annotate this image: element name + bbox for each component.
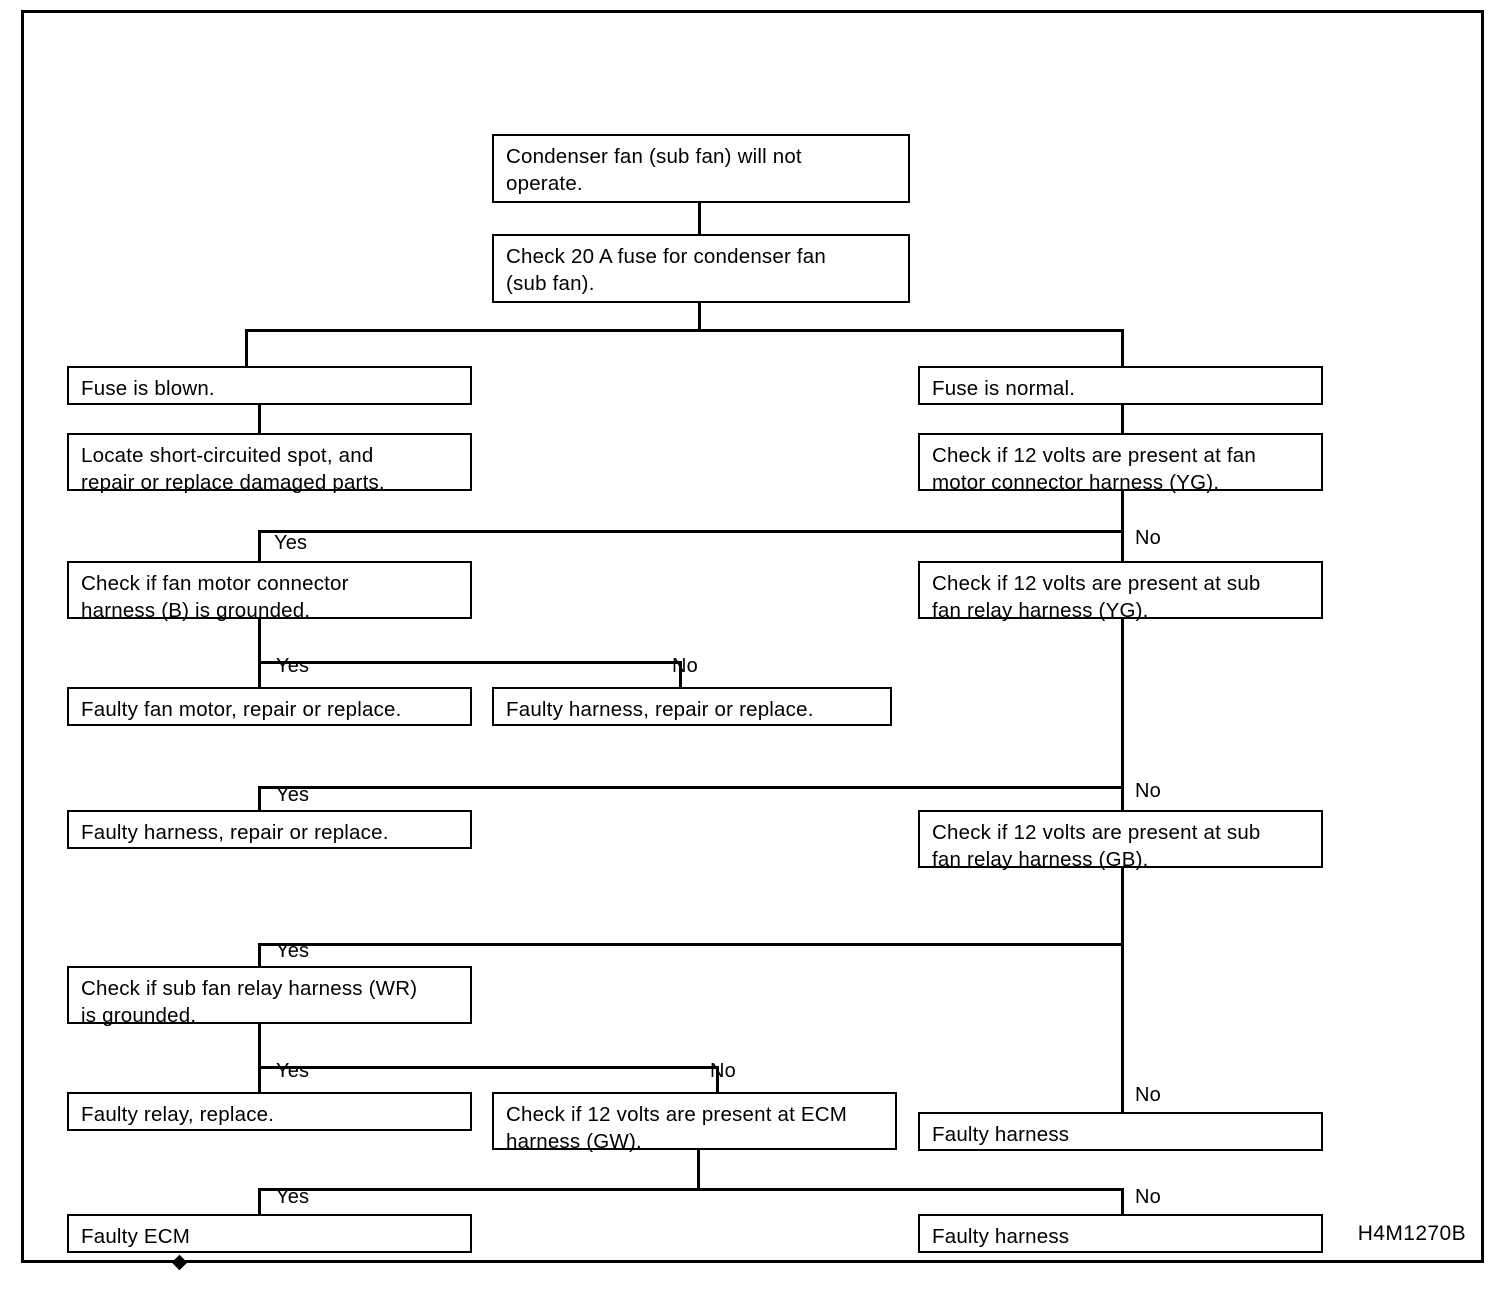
- connector-fuse-blown-to-locate-short: [258, 405, 261, 433]
- branch-label-no-ecm: No: [1135, 1186, 1161, 1208]
- connector-to-fuse-blown: [245, 329, 248, 368]
- connector-fuse-split-bar: [245, 329, 1124, 332]
- branch-label-yes-ecm: Yes: [276, 1186, 310, 1208]
- connector-sub-relay-wr-yes-drop: [258, 1066, 261, 1093]
- node-check-ecm-12v: Check if 12 volts are present at ECM har…: [492, 1092, 897, 1153]
- node-faulty-harness-4: Faulty harness: [918, 1214, 1323, 1253]
- connector-sub-relay-yg-no-drop: [1121, 786, 1124, 811]
- branch-label-no-sub-relay-yg: No: [1135, 780, 1161, 802]
- branch-label-no-sub-relay-gb: No: [1135, 1084, 1161, 1106]
- node-check-sub-relay-wr-ground: Check if sub fan relay harness (WR) is g…: [67, 966, 472, 1027]
- connector-to-fuse-normal: [1121, 329, 1124, 368]
- node-faulty-relay: Faulty relay, replace.: [67, 1092, 472, 1131]
- branch-label-no-fan-motor-ground: No: [672, 655, 698, 677]
- connector-symptom-to-check-fuse: [698, 203, 701, 234]
- connector-sub-relay-gb-stem: [1121, 868, 1124, 948]
- page-frame: [21, 10, 1484, 1263]
- connector-fan-motor-ground-no-bar: [258, 661, 682, 664]
- connector-sub-relay-wr-no-drop: [716, 1066, 719, 1093]
- connector-sub-relay-wr-stem: [258, 1024, 261, 1068]
- connector-ecm-12v-no-drop: [1121, 1188, 1124, 1215]
- branch-label-yes-sub-relay-wr: Yes: [276, 1060, 310, 1082]
- connector-sub-relay-yg-yes-drop: [258, 786, 261, 811]
- branch-label-yes-sub-relay-gb: Yes: [276, 940, 310, 962]
- connector-fan-motor-12v-yes-drop: [258, 530, 261, 562]
- connector-fan-motor-12v-stem: [1121, 491, 1124, 532]
- connector-fan-motor-ground-no-drop: [679, 661, 682, 688]
- branch-label-no-sub-relay-wr: No: [710, 1060, 736, 1082]
- connector-sub-relay-gb-yes-bar: [258, 943, 1124, 946]
- connector-check-fuse-stem: [698, 303, 701, 331]
- connector-fan-motor-ground-stem: [258, 619, 261, 663]
- connector-sub-relay-yg-yes-bar: [258, 786, 1124, 789]
- connector-fan-motor-12v-yes-bar: [258, 530, 1124, 533]
- connector-fuse-normal-to-check-fan-motor-12v: [1121, 405, 1124, 433]
- node-symptom: Condenser fan (sub fan) will not operate…: [492, 134, 910, 203]
- node-faulty-harness-2: Faulty harness, repair or replace.: [67, 810, 472, 849]
- connector-sub-relay-gb-yes-drop: [258, 943, 261, 967]
- branch-label-no-fan-motor-12v: No: [1135, 527, 1161, 549]
- node-check-sub-relay-yg: Check if 12 volts are present at sub fan…: [918, 561, 1323, 622]
- figure-code: H4M1270B: [1357, 1222, 1466, 1245]
- connector-fan-motor-12v-no-drop: [1121, 530, 1124, 562]
- node-faulty-harness-3: Faulty harness: [918, 1112, 1323, 1151]
- node-faulty-ecm: Faulty ECM: [67, 1214, 472, 1253]
- node-check-fuse: Check 20 A fuse for condenser fan (sub f…: [492, 234, 910, 303]
- connector-fan-motor-ground-yes-drop: [258, 661, 261, 688]
- connector-sub-relay-wr-no-bar: [258, 1066, 719, 1069]
- branch-label-yes-sub-relay-yg: Yes: [276, 784, 310, 806]
- node-check-sub-relay-gb: Check if 12 volts are present at sub fan…: [918, 810, 1323, 871]
- connector-sub-relay-gb-no-drop: [1121, 943, 1124, 1112]
- connector-sub-relay-yg-stem: [1121, 619, 1124, 792]
- node-faulty-fan-motor: Faulty fan motor, repair or replace.: [67, 687, 472, 726]
- connector-ecm-12v-stem: [697, 1150, 700, 1190]
- node-fuse-normal: Fuse is normal.: [918, 366, 1323, 405]
- connector-ecm-12v-yes-drop: [258, 1188, 261, 1215]
- branch-label-yes-fan-motor-12v: Yes: [274, 532, 308, 554]
- node-faulty-harness-1: Faulty harness, repair or replace.: [492, 687, 892, 726]
- branch-label-yes-fan-motor-ground: Yes: [276, 655, 310, 677]
- node-check-fan-motor-12v: Check if 12 volts are present at fan mot…: [918, 433, 1323, 494]
- node-fuse-blown: Fuse is blown.: [67, 366, 472, 405]
- node-locate-short: Locate short-circuited spot, and repair …: [67, 433, 472, 494]
- connector-ecm-12v-bar: [258, 1188, 1124, 1191]
- node-check-fan-motor-ground: Check if fan motor connector harness (B)…: [67, 561, 472, 622]
